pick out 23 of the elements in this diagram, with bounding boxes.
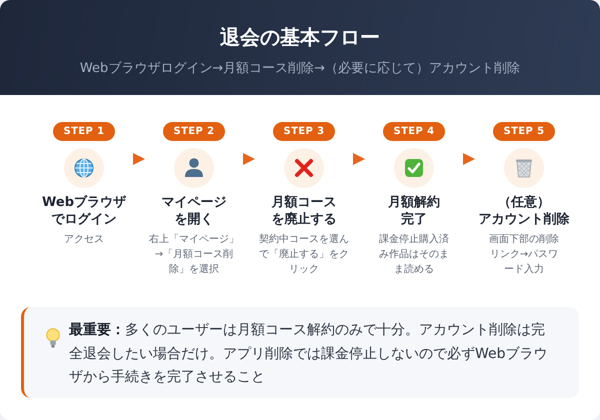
step-badge: STEP 1 <box>53 122 115 141</box>
arrow <box>463 153 475 165</box>
arrow <box>243 153 255 165</box>
step-description: 契約中コースを選んで「廃止する」をクリック <box>258 232 350 277</box>
arrow <box>353 153 365 165</box>
step-description: 画面下部の削除リンク→パスワード入力 <box>488 232 560 277</box>
step-title: 月額コースを廃止する <box>270 194 338 228</box>
step-description: 右上「マイページ」→「月額コース削除」を選択 <box>148 232 240 277</box>
arrow <box>133 153 145 165</box>
step-title: （任意）アカウント削除 <box>478 194 570 228</box>
step-title: Webブラウザでログイン <box>41 194 128 228</box>
step-title: マイページを開く <box>160 194 228 228</box>
diagram-title: 退会の基本フロー <box>220 24 380 51</box>
step-badge: STEP 2 <box>163 122 225 141</box>
step-badge: STEP 5 <box>493 122 555 141</box>
step-badge: STEP 4 <box>383 122 445 141</box>
step-badge: STEP 3 <box>273 122 335 141</box>
step-description: アクセス <box>64 233 104 247</box>
subtitle: Webブラウザログイン→月額コース削除→（必要に応じて）アカウント削除 <box>80 60 520 78</box>
note-panel <box>21 307 579 398</box>
step-description: 課金停止購入済み作品はそのまま読める <box>378 232 450 277</box>
note-text: 最重要：多くのユーザーは月額コース解約のみで十分。アカウント削除は完全退会したい場合だけ。アプリ削除では課金停止しないので必ずWebブラウザから手続きを完了させること <box>69 321 549 387</box>
step-title: 月額解約完了 <box>387 194 441 228</box>
